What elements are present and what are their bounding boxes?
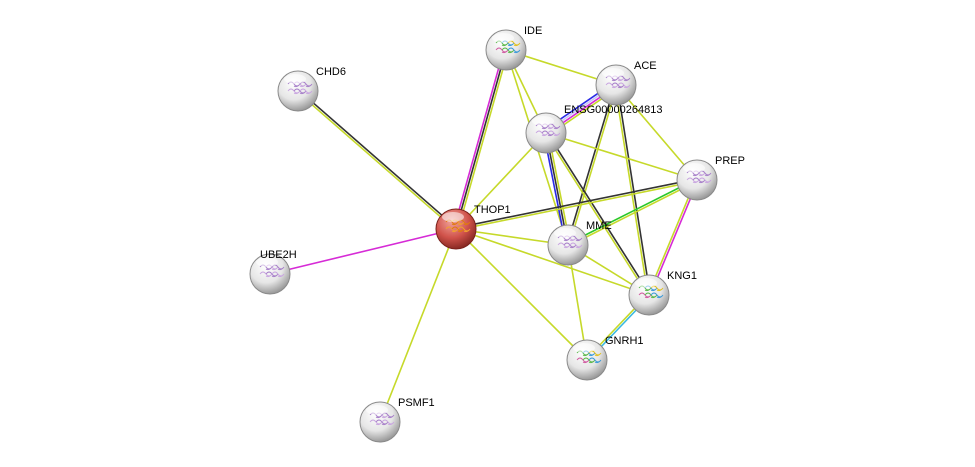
edge-ace-mme-black[interactable]	[566, 84, 616, 245]
node-label: IDE	[524, 25, 542, 37]
edge-ace-mme-yellow[interactable]	[568, 85, 618, 246]
edge-thop1-prep-black[interactable]	[455, 178, 697, 229]
node-highlight	[554, 228, 576, 238]
node-label: PREP	[715, 155, 745, 167]
node-mme[interactable]: MME	[547, 220, 612, 266]
protein-structure-icon	[495, 40, 521, 54]
node-label: THOP1	[474, 204, 511, 216]
node-highlight	[683, 163, 705, 173]
node-ube2h[interactable]: UBE2H	[249, 249, 297, 295]
edge-prep-kng1-magenta[interactable]	[649, 180, 699, 296]
node-gnrh1[interactable]: GNRH1	[566, 335, 644, 381]
edge-psmf1-thop1-yellow[interactable]	[379, 228, 457, 423]
node-psmf1[interactable]: PSMF1	[359, 397, 435, 443]
edge-chd6-thop1-black[interactable]	[298, 89, 458, 229]
node-label: ENSG00000264813	[564, 104, 662, 116]
node-highlight	[256, 257, 278, 267]
edge-thop1-gnrh1-yellow[interactable]	[455, 228, 588, 361]
node-chd6[interactable]: CHD6	[277, 66, 346, 112]
node-highlight	[492, 33, 514, 43]
node-ide[interactable]: IDE	[485, 25, 542, 71]
edge-ace-kng1-black[interactable]	[616, 84, 651, 295]
edge-prep-kng1-yellow[interactable]	[647, 179, 697, 295]
node-highlight	[602, 68, 624, 78]
edge-mme-prep-yellow[interactable]	[568, 180, 698, 247]
node-label: ACE	[634, 60, 657, 72]
node-highlight	[532, 116, 554, 126]
node-kng1[interactable]: KNG1	[628, 270, 697, 316]
edge-chd6-thop1-yellow[interactable]	[296, 91, 456, 231]
node-highlight	[366, 405, 388, 415]
node-highlight	[635, 278, 657, 288]
edge-ide-thop1-black[interactable]	[455, 49, 507, 230]
node-highlight	[284, 74, 306, 84]
node-ensg[interactable]: ENSG00000264813	[525, 104, 662, 154]
node-label: UBE2H	[260, 249, 297, 261]
edge-thop1-kng1-yellow[interactable]	[455, 228, 650, 296]
edge-thop1-prep-yellow[interactable]	[456, 180, 698, 231]
edge-ensg-kng1-black[interactable]	[546, 131, 651, 295]
node-highlight	[573, 343, 595, 353]
edge-ide-thop1-yellow[interactable]	[457, 50, 509, 230]
node-prep[interactable]: PREP	[676, 155, 745, 201]
node-ace[interactable]: ACE	[595, 60, 657, 106]
node-label: PSMF1	[398, 397, 435, 409]
edge-ensg-prep-yellow[interactable]	[545, 132, 698, 181]
edge-mme-prep-green[interactable]	[567, 178, 697, 245]
node-highlight	[442, 212, 464, 222]
node-label: CHD6	[316, 66, 346, 78]
edge-ide-thop1-magenta[interactable]	[453, 49, 505, 229]
edge-ensg-kng1-yellow[interactable]	[544, 133, 649, 297]
node-thop1[interactable]: THOP1	[435, 204, 511, 250]
edge-ube2h-thop1-magenta[interactable]	[269, 228, 457, 275]
node-label: KNG1	[667, 270, 697, 282]
edge-ace-prep-yellow[interactable]	[615, 84, 698, 181]
node-label: MME	[586, 220, 612, 232]
edge-ace-kng1-yellow[interactable]	[614, 85, 649, 296]
node-label: GNRH1	[605, 335, 644, 347]
edge-ensg-thop1-yellow[interactable]	[455, 132, 547, 230]
